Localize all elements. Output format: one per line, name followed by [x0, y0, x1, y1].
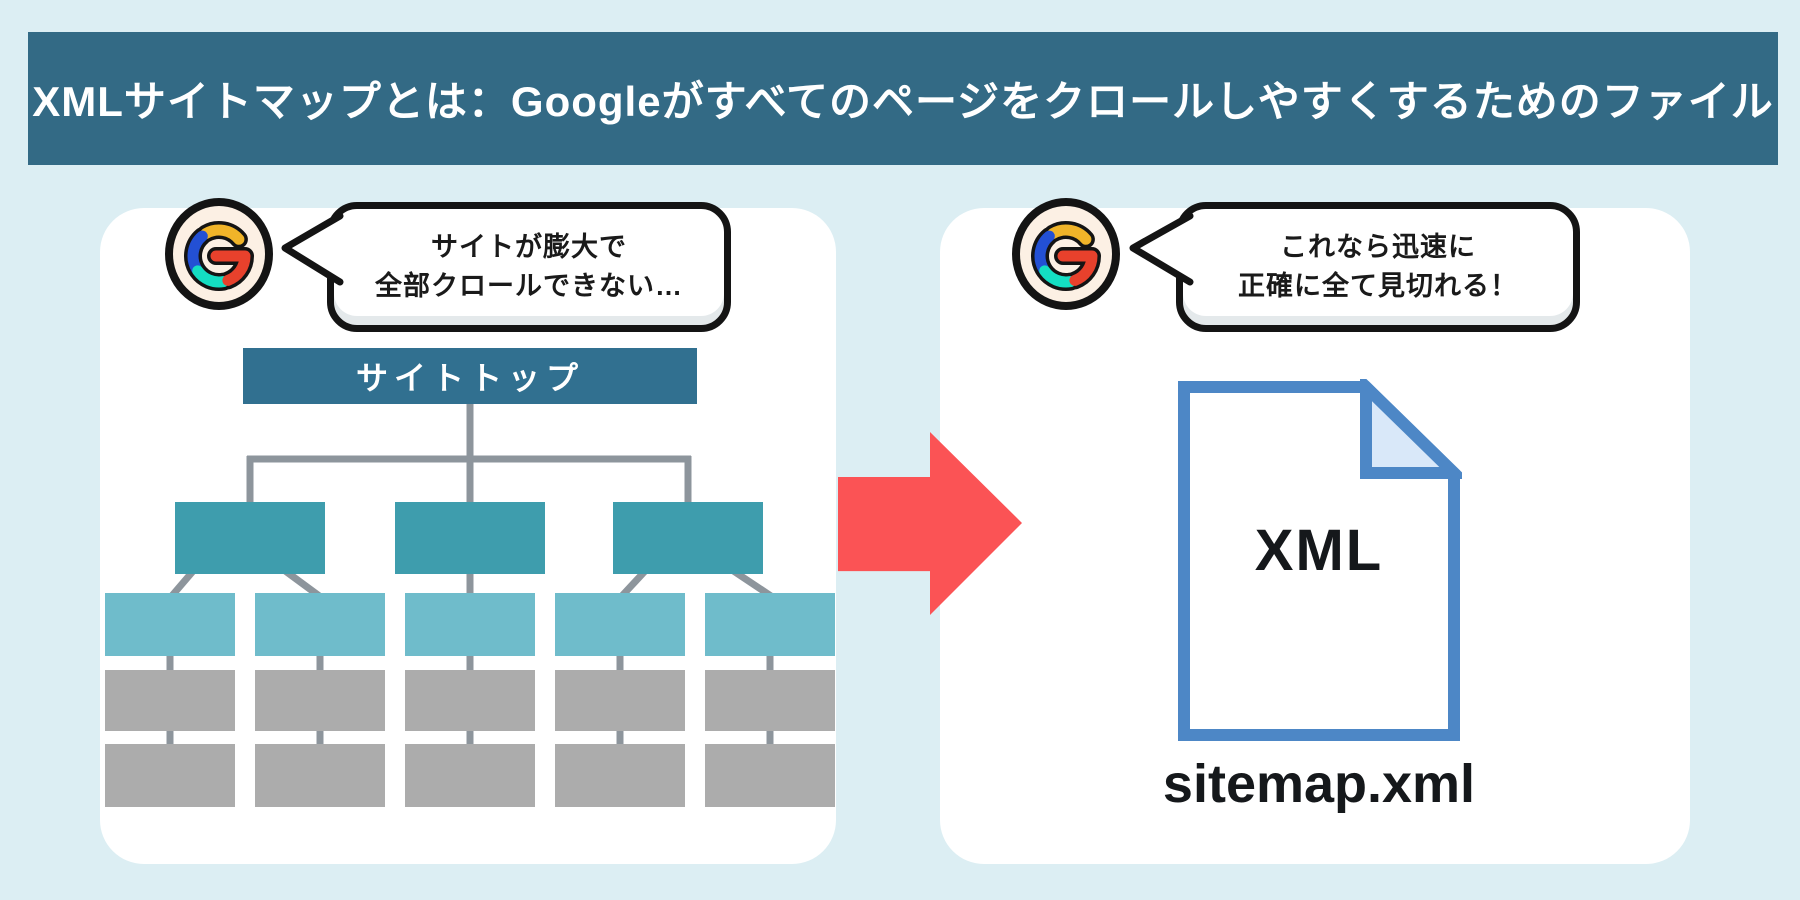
file-type-label: XML	[1254, 518, 1384, 583]
tree-node	[613, 502, 763, 574]
bubble-text-line1: これなら迅速に	[1280, 232, 1476, 262]
site-top-box: サイトトップ	[243, 348, 697, 404]
tree-node	[405, 744, 535, 807]
tree-node	[105, 593, 235, 656]
tree-node	[105, 670, 235, 731]
bubble-text-line2: 正確に全て見切れる！	[1238, 271, 1518, 301]
page-title: XMLサイトマップとは：Googleがすべてのページをクロールしやすくするための…	[32, 78, 1774, 125]
google-logo-icon	[165, 198, 273, 310]
tree-level4-row	[100, 670, 836, 731]
tree-node	[255, 744, 385, 807]
after-panel: これなら迅速に 正確に全て見切れる！ XML sitemap.xml	[940, 198, 1690, 864]
tree-node	[555, 744, 685, 807]
tree-level5-row	[100, 744, 836, 807]
tree-node	[395, 502, 545, 574]
speech-bubble-problem: サイトが膨大で 全部クロールできない…	[327, 202, 731, 332]
tree-node	[405, 670, 535, 731]
tree-node	[555, 670, 685, 731]
tree-node	[705, 744, 835, 807]
before-panel: サイトが膨大で 全部クロールできない… サイトトップ	[100, 198, 836, 864]
google-logo-icon	[1012, 198, 1120, 310]
tree-level3-row	[100, 593, 836, 656]
tree-node	[255, 593, 385, 656]
tree-node	[705, 670, 835, 731]
speech-bubble-solution: これなら迅速に 正確に全て見切れる！	[1176, 202, 1580, 332]
file-name-label: sitemap.xml	[1162, 754, 1476, 814]
bubble-text-line1: サイトが膨大で	[431, 232, 627, 262]
bubble-text-line2: 全部クロールできない…	[375, 271, 683, 301]
tree-node	[175, 502, 325, 574]
tree-node	[105, 744, 235, 807]
xml-file-icon	[1178, 379, 1462, 741]
tree-node	[255, 670, 385, 731]
tree-level2-row	[100, 502, 836, 574]
tree-node	[705, 593, 835, 656]
header-band: XMLサイトマップとは：Googleがすべてのページをクロールしやすくするための…	[28, 32, 1778, 165]
tree-node	[405, 593, 535, 656]
tree-node	[555, 593, 685, 656]
